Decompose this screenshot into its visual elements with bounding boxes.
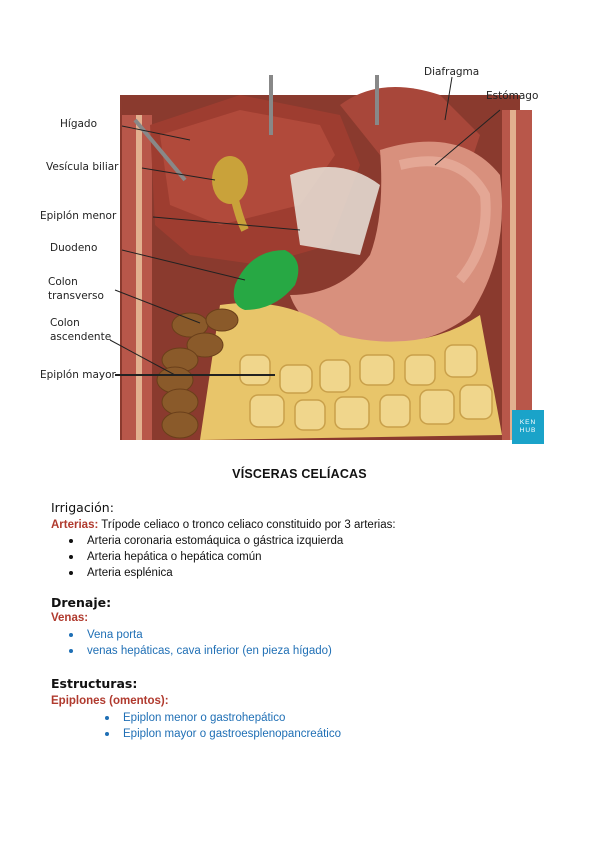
epiplones-label: Epiplones (omentos): [51,695,169,707]
list-item: Epiplon mayor o gastroesplenopancreático [105,728,341,740]
kenhub-logo: KEN HUB [512,410,544,444]
arterias-label: Arterias: [51,519,99,531]
stomach [290,141,502,345]
label-colon-transverso-1: Colon [48,276,78,288]
duodenum-highlight [233,250,299,310]
label-vesicula: Vesícula biliar [46,161,119,173]
body-wall-right [502,110,532,440]
anatomy-figure: Diafragma Estómago Hígado Vesícula bilia… [40,55,546,445]
label-colon-ascendente-1: Colon [50,317,80,329]
label-diafragma: Diafragma [424,66,480,78]
list-item: venas hepáticas, cava inferior (en pieza… [69,645,332,657]
list-item: Arteria coronaria estomáquica o gástrica… [68,535,344,547]
list-item: Epiplon menor o gastrohepático [105,710,341,726]
colon [156,308,239,439]
epiplones-list: Epiplon menor o gastrohepático Epiplon m… [105,710,341,742]
label-epiplon-menor: Epiplón menor [40,210,117,222]
heading-irrigacion: Irrigación: [51,500,114,515]
lesser-omentum [290,167,380,255]
heading-drenaje: Drenaje: [51,595,112,610]
label-epiplon-mayor: Epiplón mayor [40,369,116,381]
leader-lines [109,76,501,376]
label-colon-ascendente-2: ascendente [50,331,112,343]
venas-label: Venas: [51,612,89,624]
list-item: Arteria hepática o hepática común [68,549,343,565]
list-item: Vena porta [69,627,332,643]
label-duodeno: Duodeno [50,242,98,254]
anatomy-illustration [109,75,532,440]
epiplones-line: Epiplones (omentos): [51,695,169,707]
venas-list: Vena porta venas hepáticas, cava inferio… [69,627,332,659]
arterias-list: Arteria coronaria estomáquica o gástrica… [68,533,344,581]
venas-line: Venas: [51,612,88,624]
list-item: Arteria esplénica [68,565,343,581]
document-title: VÍSCERAS CELÍACAS [232,467,367,481]
label-higado: Hígado [60,118,98,130]
arterias-text: Trípode celiaco o tronco celiaco constit… [98,519,396,531]
heading-estructuras: Estructuras: [51,676,138,691]
label-colon-transverso-2: transverso [48,290,104,302]
label-estomago: Estómago [486,90,539,102]
arterias-line: Arterias: Trípode celiaco o tronco celia… [51,519,396,531]
gallbladder [212,156,248,204]
